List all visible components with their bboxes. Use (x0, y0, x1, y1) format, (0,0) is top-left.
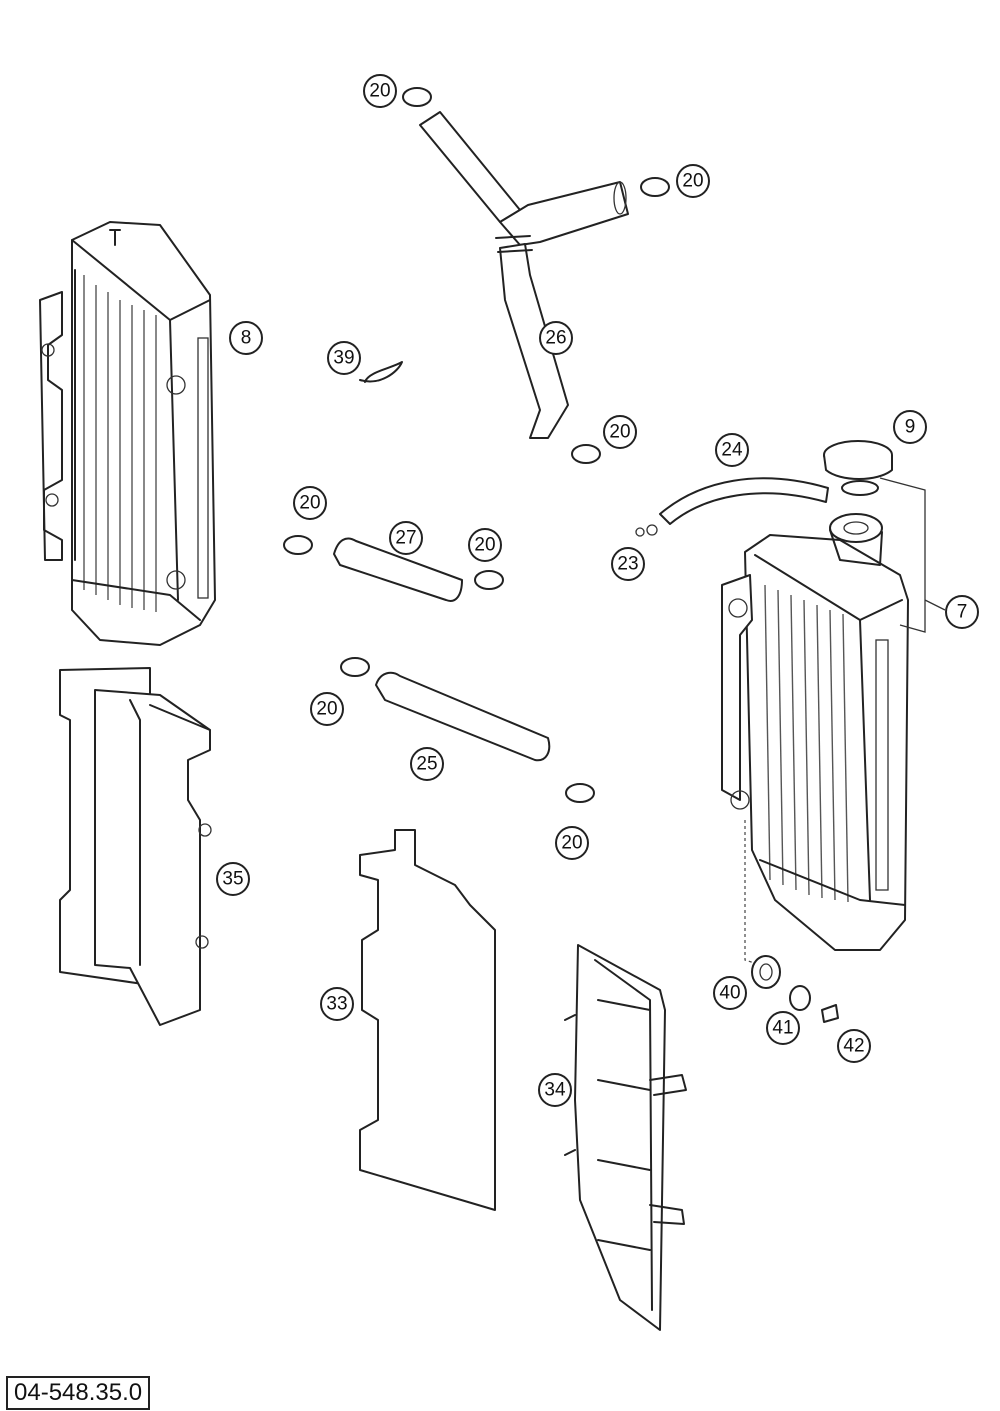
fitting-23 (635, 524, 658, 537)
grille-34 (564, 944, 687, 1331)
callout-23: 23 (611, 547, 645, 581)
callout-label: 20 (474, 535, 495, 556)
callout-label: 25 (416, 754, 437, 775)
callout-label: 27 (395, 528, 416, 549)
callout-label: 7 (957, 602, 968, 623)
callout-9: 9 (893, 410, 927, 444)
callout-label: 9 (905, 417, 916, 438)
radiator-left (39, 221, 216, 646)
callout-label: 20 (682, 171, 703, 192)
callout-label: 24 (721, 440, 743, 461)
hose-25 (375, 671, 551, 762)
hose-27 (333, 537, 463, 602)
callout-label: 20 (369, 81, 390, 102)
shroud-35 (59, 667, 212, 1026)
radiator-right (721, 513, 909, 951)
callout-label: 42 (843, 1036, 864, 1057)
callout-label: 20 (299, 493, 320, 514)
callout-label: 35 (222, 869, 243, 890)
callout-20-lower-right: 20 (555, 826, 589, 860)
callout-label: 20 (561, 833, 582, 854)
drain-parts (751, 955, 839, 1023)
callout-34: 34 (538, 1073, 572, 1107)
diagram-reference-code: 04-548.35.0 (6, 1376, 151, 1410)
callout-label: 20 (609, 422, 630, 443)
leader-7-9 (879, 477, 946, 633)
callout-35: 35 (216, 862, 250, 896)
shield-33 (359, 829, 496, 1211)
callout-label: 34 (544, 1080, 566, 1101)
callout-33: 33 (320, 987, 354, 1021)
radiator-cap-9 (823, 440, 893, 496)
callout-26: 26 (539, 321, 573, 355)
hose-clamps (283, 87, 670, 803)
callout-label: 20 (316, 699, 337, 720)
callout-20-mid: 20 (603, 415, 637, 449)
callout-label: 23 (617, 554, 638, 575)
callout-label: 8 (241, 328, 252, 349)
callout-42: 42 (837, 1029, 871, 1063)
callout-20-left: 20 (293, 486, 327, 520)
callout-20-center: 20 (468, 528, 502, 562)
callout-label: 41 (772, 1018, 793, 1039)
callout-label: 33 (326, 994, 347, 1015)
clip-39 (359, 361, 403, 383)
y-hose-26 (419, 111, 629, 439)
callout-20-right: 20 (676, 164, 710, 198)
callout-24: 24 (715, 433, 749, 467)
callout-20-top: 20 (363, 74, 397, 108)
callout-39: 39 (327, 341, 361, 375)
callout-8: 8 (229, 321, 263, 355)
callout-40: 40 (713, 976, 747, 1010)
callout-41: 41 (766, 1011, 800, 1045)
callout-27: 27 (389, 521, 423, 555)
callout-7: 7 (945, 595, 979, 629)
callout-label: 26 (545, 328, 566, 349)
callout-label: 39 (333, 348, 354, 369)
callout-25: 25 (410, 747, 444, 781)
callout-label: 40 (719, 983, 740, 1004)
callout-20-lower-left: 20 (310, 692, 344, 726)
hose-24 (659, 477, 829, 525)
